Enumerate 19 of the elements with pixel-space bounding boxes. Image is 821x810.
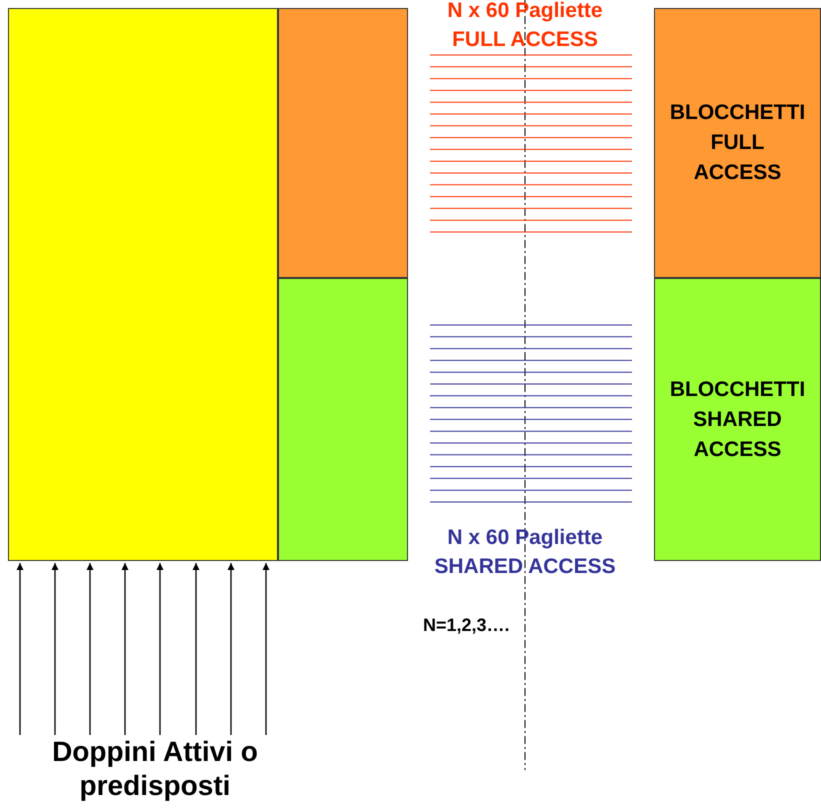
block-box [654, 278, 821, 561]
arrow [262, 563, 270, 735]
panel-box [8, 8, 278, 561]
block-label: BLOCCHETTI FULL ACCESS [670, 100, 806, 186]
arrow [122, 563, 128, 735]
arrow [156, 563, 164, 735]
caption-text: Doppini Attivi o predisposti [20, 735, 290, 810]
label-text: N x 60 Pagliette SHARED ACCESS [433, 525, 617, 580]
arrow [52, 563, 58, 735]
block-box [654, 8, 821, 278]
arrow [86, 563, 94, 735]
arrow [228, 563, 234, 735]
label-text: N=1,2,3…. [423, 614, 511, 637]
panel-box [278, 278, 408, 561]
arrow [16, 563, 24, 735]
label-text: N x 60 Pagliette FULL ACCESS [446, 0, 604, 53]
panel-box [278, 8, 408, 278]
block-label: BLOCCHETTI SHARED ACCESS [670, 376, 806, 462]
arrow [192, 563, 200, 735]
